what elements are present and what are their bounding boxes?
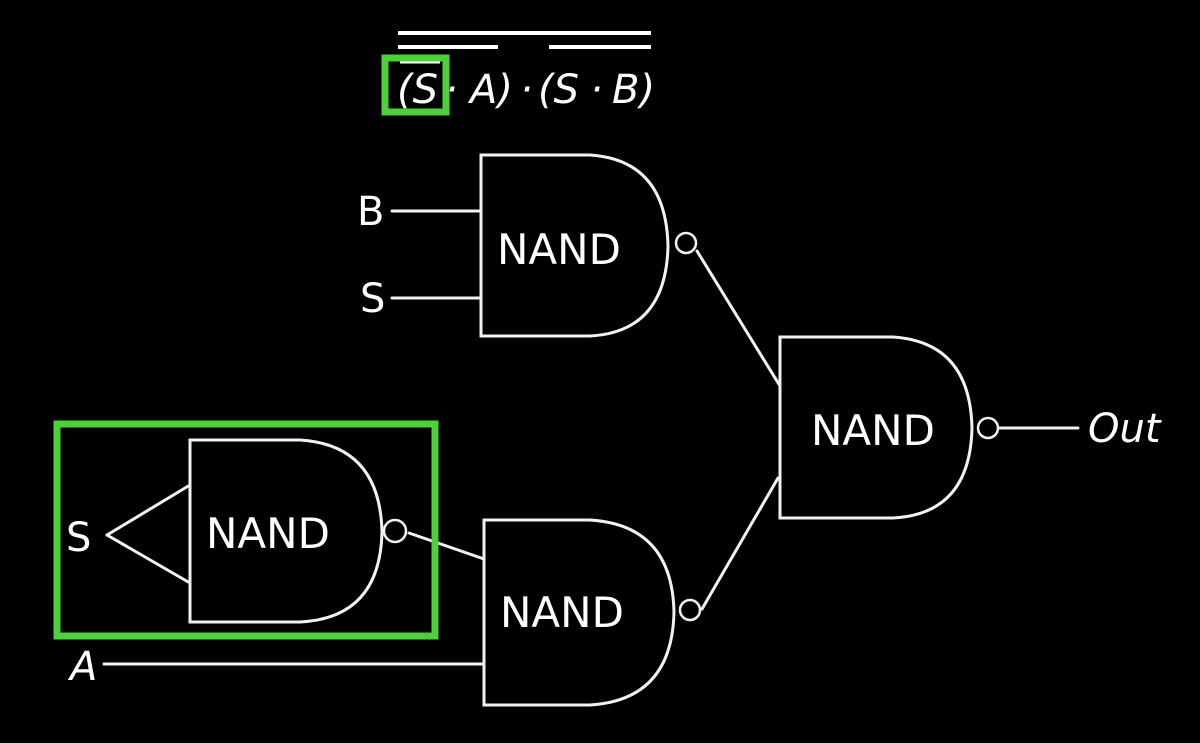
nand-gate-bottom-bubble: [678, 598, 702, 622]
expr-token-dot-1: ·: [445, 67, 458, 113]
nand-gate-inverter: NAND: [188, 438, 408, 624]
output-label: Out: [1088, 406, 1162, 452]
expr-token-b-close: B): [612, 67, 655, 113]
input-b-label: B: [357, 189, 384, 235]
nand-gate-bottom-label: NAND: [500, 588, 624, 637]
nand-gate-top: NAND: [479, 153, 698, 338]
nand-gate-inverter-bubble: [382, 518, 408, 544]
inverter-highlight-box: [53, 420, 439, 640]
boolean-expression: (S · A) · (S · B): [381, 31, 655, 116]
wire-s-split-lower: [105, 533, 192, 585]
expr-token-open-s: (S: [397, 67, 438, 113]
expr-token-dot-3: ·: [590, 67, 603, 113]
expr-token-open-s-2: (S: [538, 67, 579, 113]
wire-s-split-upper: [105, 483, 192, 537]
nand-gate-inverter-body: [188, 438, 384, 624]
wire-inverter-to-bottom: [407, 531, 486, 561]
nand-gate-bottom-body: [482, 518, 676, 707]
nand-gate-output-body: [778, 335, 974, 520]
wire-bottom-to-output: [700, 476, 780, 611]
nand-gate-inverter-label: NAND: [206, 509, 330, 558]
nand-gate-output-bubble: [976, 416, 1000, 440]
expr-token-a-close: A): [467, 67, 513, 113]
input-s-top-label: S: [360, 276, 385, 322]
wire-top-to-output: [695, 249, 782, 388]
s-not-highlight-box: [381, 54, 450, 116]
nand-gate-bottom: NAND: [482, 518, 702, 707]
input-a-label: A: [67, 644, 97, 690]
expr-token-dot-2: ·: [520, 67, 533, 113]
input-s-inverter-label: S: [66, 515, 91, 561]
nand-gate-top-body: [479, 153, 670, 338]
wires: [102, 209, 1080, 666]
nand-gate-top-label: NAND: [497, 225, 621, 274]
nand-gate-top-bubble: [674, 231, 698, 255]
nand-gate-output: NAND: [778, 335, 1000, 520]
nand-gate-output-label: NAND: [811, 406, 935, 455]
